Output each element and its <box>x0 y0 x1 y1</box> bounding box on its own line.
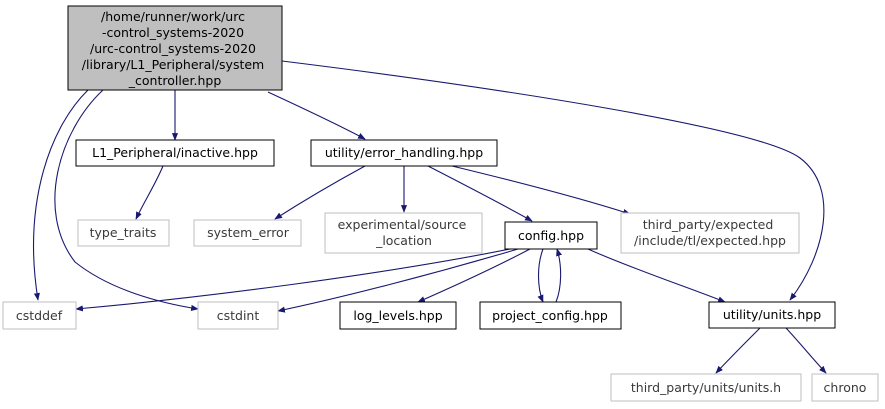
edge-units-units-h <box>715 327 761 374</box>
node-log-levels-hpp[interactable]: log_levels.hpp <box>339 301 457 330</box>
node-inactive-hpp[interactable]: L1_Peripheral/inactive.hpp <box>75 139 275 167</box>
edge-project-config-config <box>555 248 563 303</box>
edge-error-handling-system-error <box>274 165 366 220</box>
dependency-edges <box>33 60 827 374</box>
svg-text:utility/error_handling.hpp: utility/error_handling.hpp <box>325 145 483 160</box>
edge-units-chrono <box>785 327 827 374</box>
node-cstdint: cstdint <box>197 301 279 330</box>
edge-root-cstdint <box>54 89 199 311</box>
node-system-controller-hpp: /home/runner/work/urc -control_systems-2… <box>67 5 283 91</box>
edge-config-cstdint <box>277 248 519 313</box>
svg-text:chrono: chrono <box>824 380 867 395</box>
node-cstddef: cstddef <box>2 301 77 330</box>
svg-text:third_party/expected /: third_party/expected /include/tl/expecte… <box>634 217 786 248</box>
node-expected-hpp: third_party/expected /include/tl/expecte… <box>620 212 800 254</box>
edge-error-handling-config <box>427 165 533 222</box>
svg-text:/home/runner/work/urc: /home/runner/work/urc -control_systems-2… <box>82 9 268 88</box>
edge-root-cstddef <box>33 89 89 301</box>
edge-config-log-levels <box>417 248 531 303</box>
svg-text:config.hpp: config.hpp <box>518 228 584 243</box>
svg-text:log_levels.hpp: log_levels.hpp <box>353 308 442 323</box>
edge-root-units <box>281 60 825 301</box>
node-units-hpp[interactable]: utility/units.hpp <box>708 301 836 329</box>
node-type-traits: type_traits <box>77 219 170 247</box>
node-chrono: chrono <box>811 373 879 402</box>
svg-text:project_config.hpp: project_config.hpp <box>492 308 608 323</box>
svg-text:cstddef: cstddef <box>16 308 63 323</box>
svg-text:cstdint: cstdint <box>217 308 260 323</box>
dependency-nodes: /home/runner/work/urc -control_systems-2… <box>2 5 879 402</box>
node-config-hpp[interactable]: config.hpp <box>504 221 598 250</box>
node-units-h: third_party/units/units.h <box>610 373 802 402</box>
node-source-location: experimental/source _location <box>324 212 483 254</box>
edge-config-units <box>587 248 726 303</box>
svg-text:type_traits: type_traits <box>90 225 157 240</box>
svg-text:experimental/source _l: experimental/source _location <box>338 217 471 248</box>
edge-config-project-config <box>537 248 544 303</box>
node-project-config-hpp: project_config.hpp <box>479 301 622 330</box>
edge-config-cstddef <box>75 248 511 312</box>
svg-text:utility/units.hpp: utility/units.hpp <box>723 307 821 322</box>
edge-inactive-type-traits <box>135 165 164 220</box>
node-error-handling-hpp[interactable]: utility/error_handling.hpp <box>310 139 498 167</box>
edge-root-error-handling <box>267 91 366 140</box>
svg-text:third_party/units/units.h: third_party/units/units.h <box>631 380 781 395</box>
node-system-error: system_error <box>193 219 302 247</box>
svg-text:L1_Peripheral/inactive.hpp: L1_Peripheral/inactive.hpp <box>92 145 258 160</box>
svg-text:system_error: system_error <box>207 225 290 240</box>
edge-error-handling-expected <box>451 165 631 215</box>
